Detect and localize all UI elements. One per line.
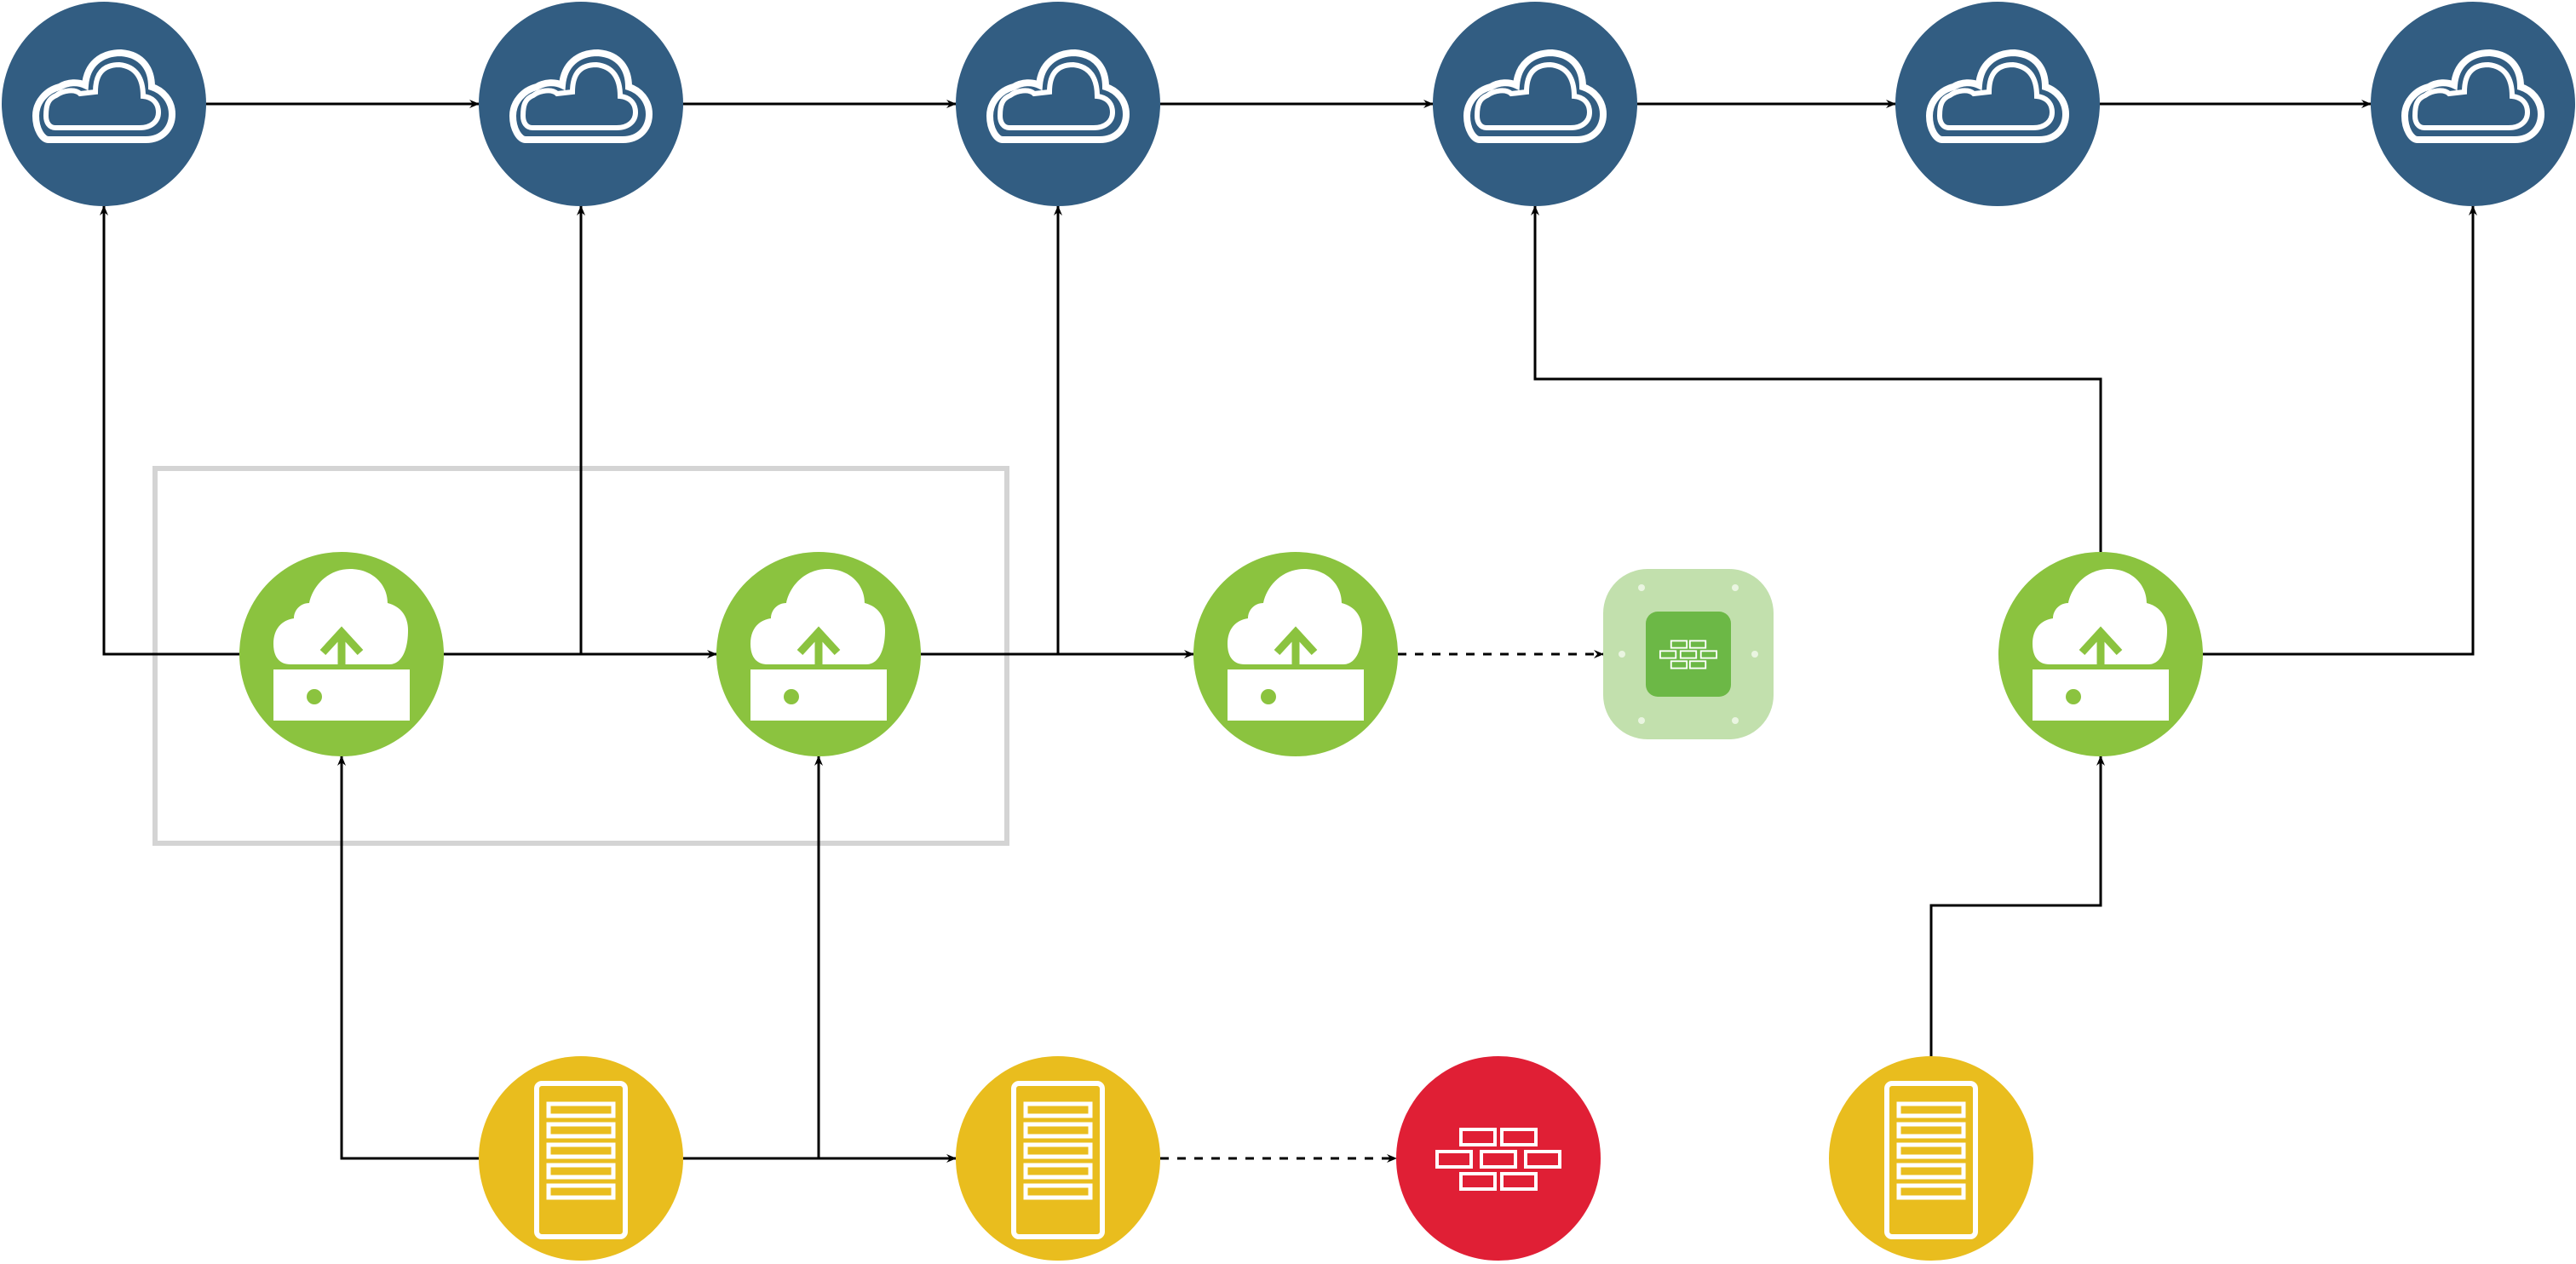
tile-dot: [1732, 717, 1739, 724]
node-srv1[interactable]: [479, 1056, 683, 1261]
edges-layer: [100, 100, 2477, 1163]
node-fw-green[interactable]: [1603, 569, 1774, 739]
edge-gw2-to-cloud3: [921, 205, 1062, 656]
cloud-node-circle: [1895, 2, 2100, 206]
cloud-node-circle: [956, 2, 1160, 206]
tile-dot: [1638, 584, 1645, 591]
edge-gw1-to-cloud1: [100, 205, 239, 656]
edge-srv1-to-gw2: [683, 756, 823, 1160]
node-gw1[interactable]: [239, 552, 444, 756]
firewall-inner-tile: [1646, 612, 1731, 697]
node-cloud2[interactable]: [479, 2, 683, 206]
edge-gw4-to-cloud6: [2203, 205, 2477, 656]
node-cloud1[interactable]: [2, 2, 206, 206]
node-cloud6[interactable]: [2371, 2, 2575, 206]
firewall-node-circle: [1396, 1056, 1601, 1261]
tile-dot: [1732, 584, 1739, 591]
tile-dot: [1751, 651, 1758, 658]
node-fw-red[interactable]: [1396, 1056, 1601, 1261]
node-cloud5[interactable]: [1895, 2, 2100, 206]
node-cloud3[interactable]: [956, 2, 1160, 206]
edge-gw4-to-cloud4: [1531, 205, 2102, 552]
cloud-node-circle: [2, 2, 206, 206]
edge-srv3-to-gw4: [1929, 756, 2105, 1056]
edge-srv1-to-gw1: [337, 756, 479, 1160]
tile-dot: [1619, 651, 1625, 658]
node-gw3[interactable]: [1193, 552, 1398, 756]
tile-dot: [1638, 717, 1645, 724]
node-gw2[interactable]: [716, 552, 921, 756]
node-srv3[interactable]: [1829, 1056, 2033, 1261]
cloud-node-circle: [479, 2, 683, 206]
edge-gw1-to-cloud2: [444, 205, 585, 656]
node-cloud4[interactable]: [1433, 2, 1637, 206]
cloud-node-circle: [1433, 2, 1637, 206]
node-gw4[interactable]: [1998, 552, 2203, 756]
node-srv2[interactable]: [956, 1056, 1160, 1261]
cloud-node-circle: [2371, 2, 2575, 206]
